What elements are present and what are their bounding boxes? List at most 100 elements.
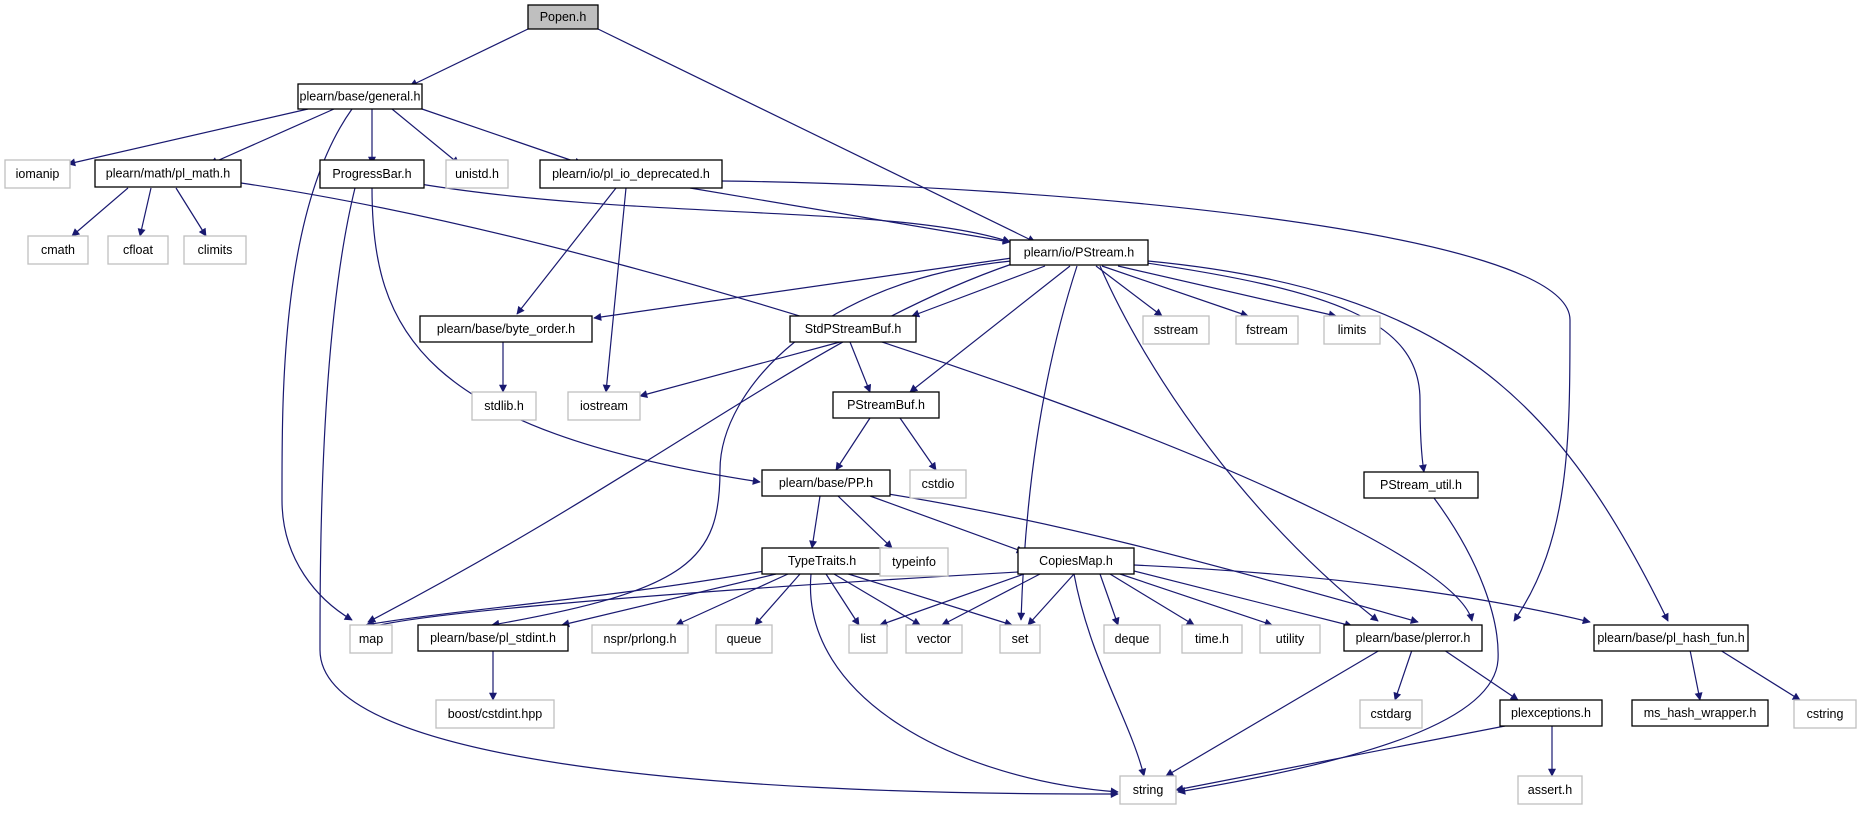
edge-general-iomanip	[67, 108, 309, 167]
node-label: plexceptions.h	[1511, 706, 1591, 720]
edge-psutil-string	[1177, 497, 1499, 795]
node-mshash[interactable]: ms_hash_wrapper.h	[1631, 699, 1769, 727]
edge-pstream-limits	[1117, 265, 1337, 319]
edge-pstream-stdpsb	[911, 265, 1046, 318]
edge-stdpsb-iostream	[639, 341, 841, 398]
node-stdpsb[interactable]: StdPStreamBuf.h	[789, 315, 917, 343]
edge-copiesmap-list	[879, 573, 1025, 627]
edge-pstream-sstream	[1095, 265, 1163, 317]
node-psb[interactable]: PStreamBuf.h	[832, 391, 940, 419]
edge-plerror-string	[1165, 649, 1381, 777]
node-box	[848, 624, 888, 654]
node-pp[interactable]: plearn/base/PP.h	[761, 469, 891, 497]
edge-typetraits-map	[365, 569, 771, 628]
edge-copiesmap-utility	[1119, 573, 1273, 627]
node-label: limits	[1338, 323, 1366, 337]
edge-psb-pp	[835, 417, 871, 471]
node-pliodep[interactable]: plearn/io/pl_io_deprecated.h	[539, 159, 723, 189]
node-box	[879, 547, 949, 577]
node-label: cstdarg	[1371, 707, 1412, 721]
node-box	[1119, 775, 1177, 805]
node-queue: queue	[715, 624, 773, 654]
node-psutil[interactable]: PStream_util.h	[1363, 471, 1479, 499]
node-plerror[interactable]: plearn/base/plerror.h	[1343, 624, 1483, 652]
node-pstream[interactable]: plearn/io/PStream.h	[1009, 239, 1149, 266]
edge-stdpsb-psb	[849, 341, 872, 393]
node-box	[183, 235, 247, 265]
node-box	[1103, 624, 1161, 654]
edge-copiesmap-plhash	[1133, 564, 1591, 625]
node-box	[909, 469, 967, 499]
node-label: plearn/base/pl_stdint.h	[430, 631, 556, 645]
node-label: time.h	[1195, 632, 1229, 646]
node-box	[1235, 315, 1299, 345]
node-label: assert.h	[1528, 783, 1573, 797]
node-box	[527, 4, 599, 30]
node-box	[567, 391, 641, 421]
node-plhash[interactable]: plearn/base/pl_hash_fun.h	[1593, 624, 1749, 652]
header-nodes: Popen.h plearn/base/general.h plearn/io/PS…	[4, 4, 1857, 805]
node-cstring: cstring	[1793, 699, 1857, 729]
edge-copiesmap-plerror	[1129, 569, 1353, 629]
node-general[interactable]: plearn/base/general.h	[297, 83, 423, 110]
edge-pliodep-iostream	[602, 187, 627, 393]
node-box	[1593, 624, 1749, 652]
edge-pstream-psb	[909, 265, 1071, 393]
node-box	[435, 699, 555, 729]
node-plstdint[interactable]: plearn/base/pl_stdint.h	[417, 624, 569, 652]
edge-typetraits-list	[825, 573, 860, 626]
edge-pstream-fstream	[1101, 265, 1249, 318]
node-label: typeinfo	[892, 555, 936, 569]
node-vector: vector	[905, 624, 963, 654]
edge-plhash-cstring	[1719, 649, 1801, 701]
node-fstream: fstream	[1235, 315, 1299, 345]
node-typeinfo: typeinfo	[879, 547, 949, 577]
node-cfloat: cfloat	[107, 235, 169, 265]
node-label: climits	[198, 243, 233, 257]
node-asserth: assert.h	[1517, 775, 1583, 805]
node-box	[1359, 699, 1423, 729]
node-box	[297, 83, 423, 110]
node-cmath: cmath	[27, 235, 89, 265]
node-label: TypeTraits.h	[788, 554, 856, 568]
edge-progressbar-string	[319, 187, 1119, 799]
edge-plmath-cfloat	[137, 187, 152, 237]
node-copiesmap[interactable]: CopiesMap.h	[1017, 547, 1135, 575]
node-box	[419, 315, 593, 343]
node-label: StdPStreamBuf.h	[805, 322, 902, 336]
node-progressbar[interactable]: ProgressBar.h	[319, 159, 425, 189]
node-plmath[interactable]: plearn/math/pl_math.h	[94, 159, 242, 188]
node-box	[445, 159, 509, 189]
node-stdlib: stdlib.h	[471, 391, 537, 421]
node-label: plearn/base/general.h	[300, 90, 421, 104]
node-plexceptions[interactable]: plexceptions.h	[1499, 699, 1603, 727]
edge-copiesmap-vector	[941, 573, 1041, 626]
edge-plmath-plerror	[240, 182, 1475, 622]
node-label: stdlib.h	[484, 399, 524, 413]
node-label: nspr/prlong.h	[604, 632, 677, 646]
node-label: vector	[917, 632, 951, 646]
node-label: PStream_util.h	[1380, 478, 1462, 492]
edge-typetraits-plstdint	[561, 573, 777, 628]
edge-pstream-plerror	[1099, 265, 1379, 622]
edge-progressbar-pstream	[419, 183, 1011, 244]
edge-pliodep-pstream	[689, 187, 1011, 245]
edge-pstream-psutil	[1139, 261, 1427, 473]
edge-general-map	[281, 108, 353, 621]
node-box	[832, 391, 940, 419]
node-label: plearn/base/byte_order.h	[437, 322, 575, 336]
node-box	[319, 159, 425, 189]
node-label: sstream	[1154, 323, 1198, 337]
node-label: unistd.h	[455, 167, 499, 181]
edge-plmath-climits	[175, 187, 207, 237]
node-utility: utility	[1259, 624, 1321, 654]
node-unistd: unistd.h	[445, 159, 509, 189]
node-climits: climits	[183, 235, 247, 265]
node-typetraits[interactable]: TypeTraits.h	[761, 547, 883, 575]
edge-pliodep-byteorder	[516, 187, 617, 315]
edge-typetraits-prlong	[675, 573, 789, 626]
node-popen[interactable]: Popen.h	[527, 4, 599, 30]
node-label: plearn/base/pl_hash_fun.h	[1597, 631, 1744, 645]
node-byteorder[interactable]: plearn/base/byte_order.h	[419, 315, 593, 343]
